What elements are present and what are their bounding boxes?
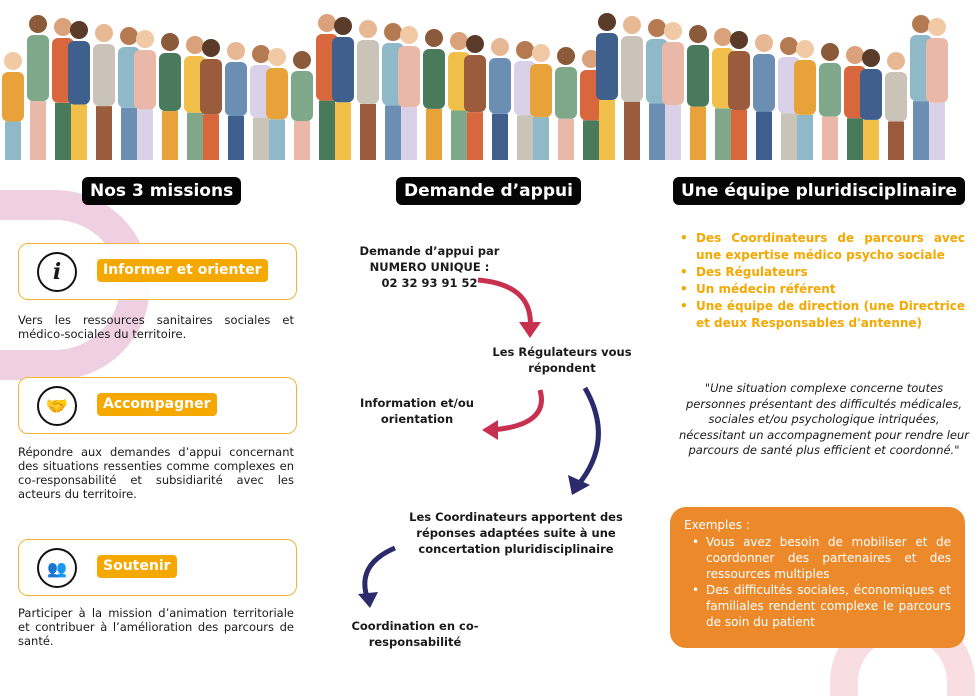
team-item: Des Coordinateurs de parcours avec une e… bbox=[680, 230, 965, 264]
arrow-head bbox=[519, 322, 541, 338]
person-figure bbox=[662, 22, 684, 160]
mission-soutenir: 👥 Soutenir bbox=[18, 539, 297, 596]
person-figure bbox=[530, 44, 552, 160]
arrow-head bbox=[568, 475, 590, 495]
example-item: Vous avez besoin de mobiliser et de coor… bbox=[684, 534, 951, 582]
handshake-icon: 🤝 bbox=[37, 386, 77, 426]
person-figure bbox=[2, 52, 24, 160]
person-figure bbox=[555, 47, 577, 160]
person-figure bbox=[621, 16, 643, 160]
arrow-navy-2 bbox=[362, 545, 397, 601]
arrow-red-1 bbox=[477, 277, 533, 331]
demande-heading: Demande d’appui bbox=[396, 177, 581, 205]
person-figure bbox=[200, 39, 222, 160]
person-figure bbox=[423, 29, 445, 160]
examples-list: Vous avez besoin de mobiliser et de coor… bbox=[684, 534, 951, 630]
missions-heading: Nos 3 missions bbox=[82, 177, 242, 205]
person-figure bbox=[885, 52, 907, 160]
person-figure bbox=[819, 43, 841, 160]
person-figure bbox=[753, 34, 775, 160]
person-figure bbox=[357, 20, 379, 160]
equipe-heading: Une équipe pluridisciplinaire bbox=[673, 177, 966, 205]
flow-step-demande: Demande d’appui par NUMERO UNIQUE : 02 32… bbox=[352, 243, 507, 291]
flow-step-coordination: Coordination en co-responsabilité bbox=[351, 619, 479, 649]
person-figure bbox=[93, 24, 115, 160]
people-icon: 👥 bbox=[37, 548, 77, 588]
flow-step-demande-label: Demande d’appui par NUMERO UNIQUE : bbox=[359, 244, 500, 274]
arrow-head bbox=[482, 420, 498, 440]
person-figure bbox=[860, 49, 882, 160]
mission-accompagner: 🤝 Accompagner bbox=[18, 377, 297, 434]
arrow-head bbox=[358, 592, 378, 608]
person-figure bbox=[728, 31, 750, 160]
phone-number: 02 32 93 91 52 bbox=[381, 276, 478, 290]
person-figure bbox=[225, 42, 247, 160]
arrow-red-2 bbox=[491, 389, 544, 433]
team-item: Une équipe de direction (une Directrice … bbox=[680, 298, 965, 332]
mission-label: Soutenir bbox=[97, 555, 177, 578]
mission-label: Accompagner bbox=[97, 393, 217, 416]
team-list: Des Coordinateurs de parcours avec une e… bbox=[680, 230, 965, 332]
person-figure bbox=[687, 25, 709, 160]
person-figure bbox=[332, 17, 354, 160]
flow-step-regulateurs: Les Régulateurs vous répondent bbox=[492, 345, 632, 375]
person-figure bbox=[794, 40, 816, 160]
mission-informer: i Informer et orienter bbox=[18, 243, 297, 300]
team-item: Un médecin référent bbox=[680, 281, 965, 298]
flow-step-information: Information et/ou orientation bbox=[360, 396, 474, 426]
mission-label: Informer et orienter bbox=[97, 259, 268, 282]
example-item: Des difficultés sociales, économiques et… bbox=[684, 582, 951, 630]
examples-title: Exemples : bbox=[684, 518, 750, 532]
person-figure bbox=[266, 48, 288, 160]
definition-quote: "Une situation complexe concerne toutes … bbox=[679, 381, 969, 457]
examples-box: Exemples : Vous avez besoin de mobiliser… bbox=[670, 507, 965, 648]
info-icon: i bbox=[37, 252, 77, 292]
team-item: Des Régulateurs bbox=[680, 264, 965, 281]
flow-step-coordinateurs: Les Coordinateurs apportent des réponses… bbox=[409, 510, 623, 556]
person-figure bbox=[489, 38, 511, 160]
person-figure bbox=[68, 21, 90, 160]
mission-description: Répondre aux demandes d’appui concernant… bbox=[18, 445, 294, 501]
person-figure bbox=[27, 15, 49, 160]
people-illustration bbox=[2, 13, 948, 160]
person-figure bbox=[398, 26, 420, 160]
person-figure bbox=[291, 51, 313, 160]
person-figure bbox=[134, 30, 156, 160]
mission-description: Vers les ressources sanitaires sociales … bbox=[18, 313, 294, 341]
person-figure bbox=[926, 18, 948, 160]
person-figure bbox=[159, 33, 181, 160]
arrow-navy-1 bbox=[576, 386, 601, 487]
person-figure bbox=[464, 35, 486, 160]
person-figure bbox=[596, 13, 618, 160]
mission-description: Participer à la mission d’animation terr… bbox=[18, 606, 294, 648]
